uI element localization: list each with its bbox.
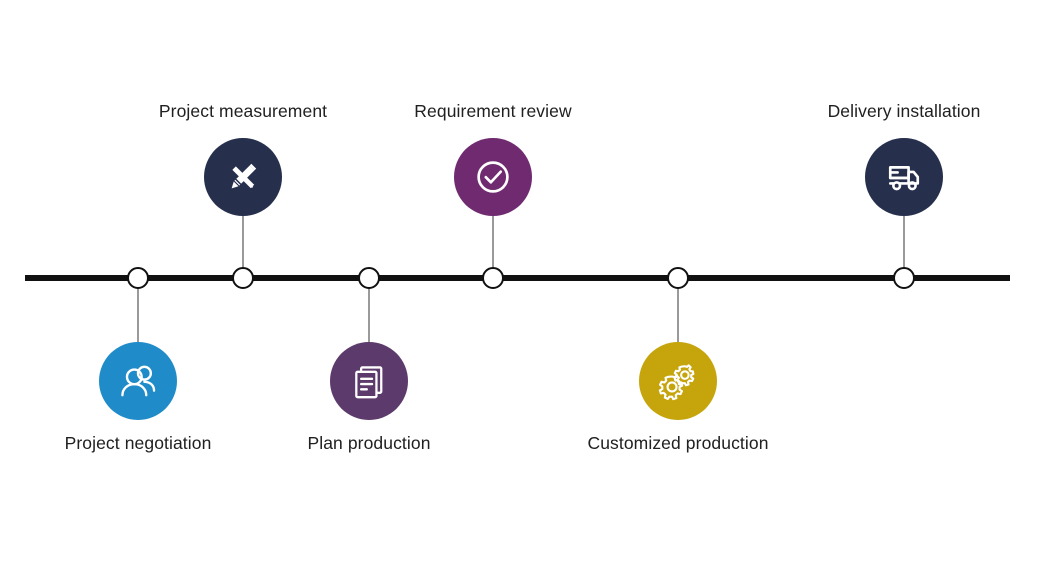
documents-icon xyxy=(348,360,390,402)
timeline-axis xyxy=(25,275,1010,281)
connector-stem-1 xyxy=(137,286,139,342)
connector-stem-2 xyxy=(242,216,244,270)
users-icon xyxy=(116,359,160,403)
step-caption-6: Delivery installation xyxy=(827,101,981,121)
timeline-node-6[interactable] xyxy=(893,267,915,289)
delivery-truck-icon xyxy=(882,155,926,199)
step-icon-bubble-1[interactable] xyxy=(99,342,177,420)
step-icon-bubble-4[interactable] xyxy=(454,138,532,216)
step-caption-4: Requirement review xyxy=(414,101,572,121)
timeline-node-2[interactable] xyxy=(232,267,254,289)
connector-stem-6 xyxy=(903,216,905,270)
timeline-node-3[interactable] xyxy=(358,267,380,289)
connector-stem-3 xyxy=(368,286,370,342)
gears-icon xyxy=(656,359,700,403)
step-icon-bubble-2[interactable] xyxy=(204,138,282,216)
pencil-ruler-icon xyxy=(221,155,265,199)
connector-stem-4 xyxy=(492,216,494,270)
timeline-node-1[interactable] xyxy=(127,267,149,289)
step-icon-bubble-6[interactable] xyxy=(865,138,943,216)
step-caption-1: Project negotiation xyxy=(64,433,212,453)
check-circle-icon xyxy=(470,154,516,200)
connector-stem-5 xyxy=(677,286,679,342)
step-caption-3: Plan production xyxy=(307,433,431,453)
step-caption-5: Customized production xyxy=(587,433,769,453)
step-caption-2: Project measurement xyxy=(158,101,328,121)
step-icon-bubble-3[interactable] xyxy=(330,342,408,420)
timeline-node-4[interactable] xyxy=(482,267,504,289)
step-icon-bubble-5[interactable] xyxy=(639,342,717,420)
timeline-node-5[interactable] xyxy=(667,267,689,289)
